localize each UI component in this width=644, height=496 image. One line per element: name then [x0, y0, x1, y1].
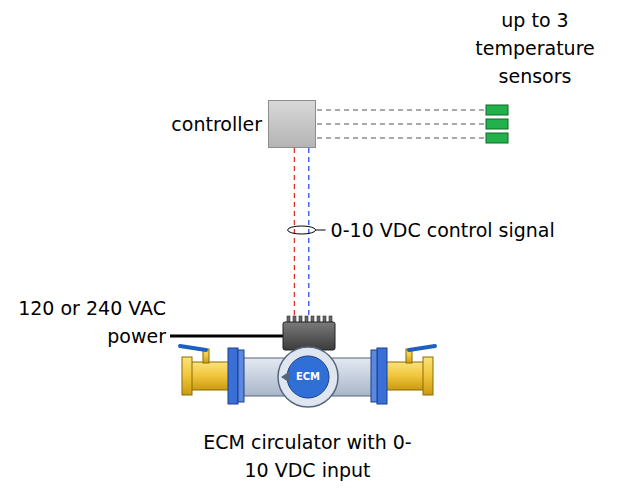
- temperature-sensor: [486, 105, 508, 143]
- ball-valve: [180, 346, 230, 395]
- pump-actuator: [283, 322, 335, 350]
- pump-caption: ECM circulator with 0-10 VDC input: [202, 428, 414, 484]
- ball-valve: [385, 346, 435, 395]
- motor-badge: ECM: [296, 371, 320, 383]
- control-wire: [288, 148, 326, 316]
- pump-motor: [287, 356, 329, 398]
- leader-line: [316, 230, 326, 231]
- wire: [294, 148, 295, 316]
- cable-bundle-mark: [288, 226, 316, 234]
- wire: [308, 148, 309, 316]
- pump-volute: [278, 347, 338, 407]
- circulator-pump: ECM circulator with 0-10 VDC input: [180, 316, 435, 484]
- flow-arrow: [281, 371, 290, 383]
- power-cord: [170, 335, 284, 338]
- sensor-wires: [317, 110, 486, 138]
- flange: [228, 348, 387, 404]
- signal-label: 0-10 VDC control signal: [329, 216, 557, 244]
- controller-box: controller: [268, 100, 316, 148]
- node-label: controller: [171, 110, 262, 138]
- power-label: 120 or 240 VAC power: [4, 294, 166, 350]
- sensor-label: up to 3 temperature sensors: [470, 6, 600, 90]
